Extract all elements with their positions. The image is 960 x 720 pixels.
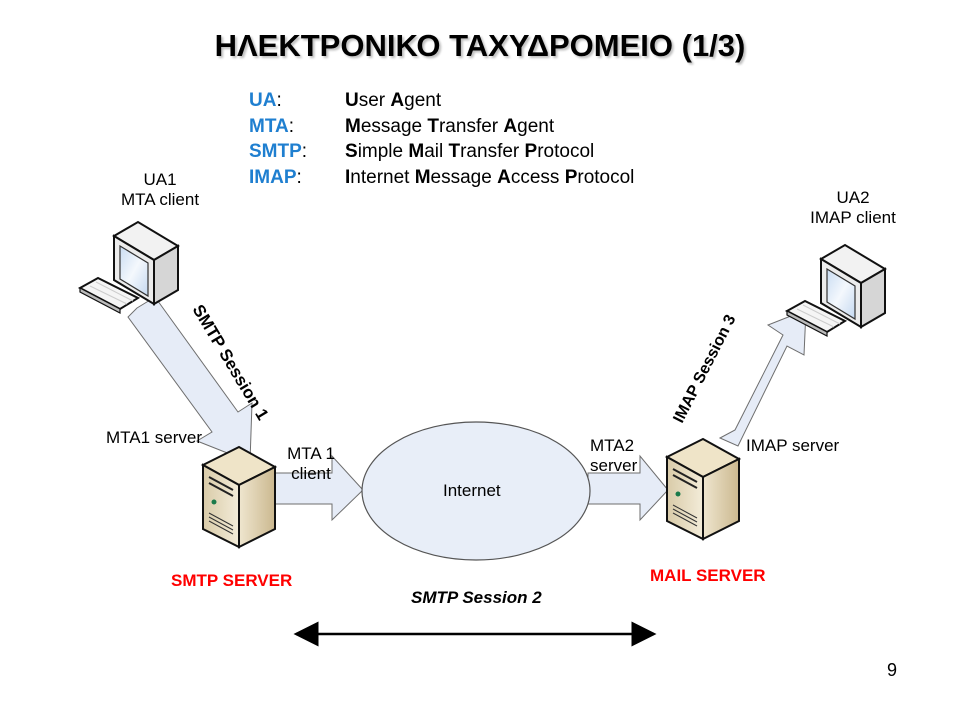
mail-server-title: MAIL SERVER xyxy=(650,566,766,585)
mta2-server-label: MTA2 server xyxy=(590,436,637,476)
ua2-name: UA2 xyxy=(836,188,870,207)
definition-initial: S xyxy=(345,141,358,162)
mta1-server-label: MTA1 server xyxy=(106,428,203,447)
abbreviation-colon: : xyxy=(296,166,302,188)
definition-rest: nternet xyxy=(350,166,415,188)
glossary-abbreviation: UA: xyxy=(249,88,345,114)
abbreviation-text: MTA xyxy=(249,115,289,137)
ua1-role: MTA client xyxy=(120,190,200,209)
definition-rest: ail xyxy=(424,141,449,162)
definition-rest: gent xyxy=(404,90,442,111)
glossary-abbreviation: SMTP: xyxy=(249,139,345,165)
internet-to-mta2-arrow xyxy=(587,454,669,522)
smtp-server-title: SMTP SERVER xyxy=(171,571,293,590)
imap-session3-label: IMAP Session 3 xyxy=(670,312,739,426)
ua2-label: UA2 IMAP client xyxy=(798,188,908,228)
glossary-row: MTA:Message Transfer Agent xyxy=(249,114,634,140)
mta1-client-label: MTA 1 client xyxy=(280,444,342,484)
imap-server-label: IMAP server xyxy=(746,436,840,455)
glossary-abbreviation: IMAP: xyxy=(249,165,345,191)
definition-initial: U xyxy=(345,90,359,111)
definition-initial: A xyxy=(503,115,518,137)
definition-rest: ransfer xyxy=(460,141,525,162)
glossary-abbreviation: MTA: xyxy=(249,114,345,140)
mta2-server-line2: server xyxy=(590,456,638,475)
definition-initial: M xyxy=(408,141,425,162)
abbreviation-text: SMTP xyxy=(249,141,302,162)
internet-cloud xyxy=(361,421,591,561)
definition-initial: A xyxy=(497,166,511,188)
definition-initial: M xyxy=(414,166,431,188)
ua1-label: UA1 MTA client xyxy=(110,170,210,210)
smtp-session2-label: SMTP Session 2 xyxy=(411,588,542,607)
abbreviation-colon: : xyxy=(276,90,282,111)
glossary-definition: Message Transfer Agent xyxy=(345,114,554,140)
slide-title: ΗΛΕΚΤΡΟΝΙΚΟ ΤΑΧΥΔΡΟΜΕΙΟ (1/3) xyxy=(214,28,746,63)
glossary-definition: Simple Mail Transfer Protocol xyxy=(345,139,594,165)
definition-rest: rotocol xyxy=(537,141,595,162)
glossary-row: IMAP:Internet Message Access Protocol xyxy=(249,165,634,191)
glossary-definition: User Agent xyxy=(345,88,441,114)
abbreviation-text: IMAP xyxy=(249,166,297,188)
definition-initial: I xyxy=(345,166,351,188)
abbreviation-text: UA xyxy=(249,90,277,111)
abbreviation-colon: : xyxy=(288,115,295,137)
definition-initial: T xyxy=(427,115,439,137)
abbreviation-colon: : xyxy=(301,141,308,162)
glossary-row: UA:User Agent xyxy=(249,88,634,114)
definition-rest: essage xyxy=(360,115,428,137)
smtp-server-icon xyxy=(200,445,278,549)
ua2-role: IMAP client xyxy=(810,208,896,227)
definition-rest: gent xyxy=(517,115,555,137)
definition-initial: A xyxy=(390,90,405,111)
glossary-definition: Internet Message Access Protocol xyxy=(345,165,634,191)
definition-initial: T xyxy=(448,141,461,162)
definition-rest: ser xyxy=(358,90,391,111)
definition-rest: imple xyxy=(357,141,409,162)
mail-server-icon xyxy=(664,437,742,541)
mta2-server-line1: MTA2 xyxy=(590,436,635,455)
definition-rest: essage xyxy=(430,166,498,188)
glossary-row: SMTP:Simple Mail Transfer Protocol xyxy=(249,139,634,165)
definition-rest: rotocol xyxy=(577,166,635,188)
definition-initial: P xyxy=(524,141,538,162)
internet-label: Internet xyxy=(443,481,501,500)
ua1-name: UA1 xyxy=(143,170,177,189)
definition-initial: P xyxy=(564,166,578,188)
definition-initial: M xyxy=(345,115,361,137)
mta1-client-line2: client xyxy=(291,464,331,483)
page-number: 9 xyxy=(887,660,898,680)
definition-rest: ransfer xyxy=(438,115,504,137)
mta1-client-line1: MTA 1 xyxy=(287,444,335,463)
definition-rest: ccess xyxy=(510,166,565,188)
ua1-computer-icon xyxy=(77,220,180,314)
ua2-computer-icon xyxy=(784,243,887,337)
mta1-to-internet-arrow xyxy=(273,454,364,522)
